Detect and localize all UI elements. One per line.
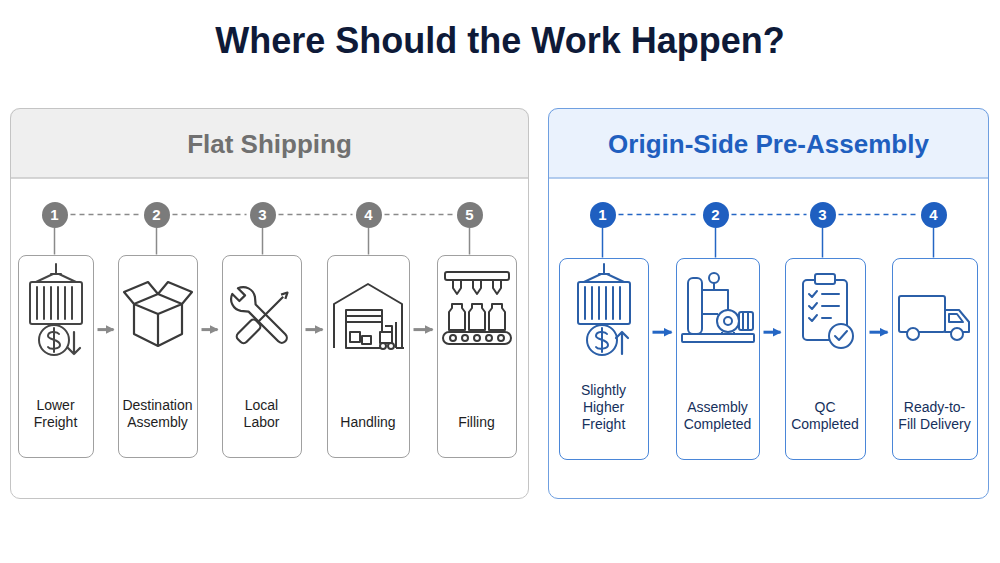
flow-arrow (653, 331, 672, 334)
flow-arrow (98, 328, 114, 331)
truck-icon (899, 296, 969, 340)
step-box: Handling (327, 255, 410, 458)
header-divider (548, 177, 989, 179)
step-box: Ready-to-Fill Delivery (892, 258, 978, 460)
step-dashed-link (732, 214, 807, 216)
step-leader-line (602, 228, 604, 258)
step-dashed-link (839, 214, 918, 216)
comparison-panel: Origin-Side Pre-Assembly 1 2 3 4Slightly Hig… (548, 108, 989, 499)
step-label: Filling (458, 414, 495, 431)
step-number: 3 (810, 202, 836, 228)
filling-icon (443, 272, 511, 344)
step-number: 5 (457, 202, 483, 228)
step-label: QC Completed (789, 399, 862, 433)
step-number-text: 3 (258, 207, 266, 222)
step-leader-line (822, 228, 824, 258)
step-label: Lower Freight (22, 397, 90, 431)
step-number-text: 2 (152, 207, 160, 222)
step-box: Slightly Higher Freight (559, 258, 649, 460)
step-leader-line (469, 228, 471, 255)
panel-heading: Origin-Side Pre-Assembly (549, 109, 988, 179)
step-number: 1 (590, 202, 616, 228)
step-label: Assembly Completed (680, 399, 756, 433)
freight-icon (578, 264, 630, 355)
flow-arrow (870, 331, 888, 334)
step-number: 4 (356, 202, 382, 228)
header-divider (10, 177, 529, 179)
step-number-text: 3 (818, 207, 826, 222)
pump-skid-icon (682, 273, 754, 342)
step-box: Destination Assembly (118, 255, 198, 458)
step-dashed-link (385, 214, 454, 216)
step-label: Destination Assembly (122, 397, 194, 431)
tools-icon (227, 283, 294, 350)
step-leader-line (262, 228, 264, 255)
flow-arrow (306, 328, 323, 331)
warehouse-icon (334, 284, 404, 349)
step-leader-line (368, 228, 370, 255)
header-band (548, 108, 989, 178)
step-box: Assembly Completed (676, 258, 760, 460)
flow-arrow (414, 328, 433, 331)
step-box: QC Completed (785, 258, 866, 460)
box-icon (124, 282, 192, 346)
diagram-title: Where Should the Work Happen? (0, 20, 1000, 62)
step-dashed-link (173, 214, 247, 216)
step-dashed-link (619, 214, 700, 216)
step-number-text: 4 (929, 207, 937, 222)
step-number-text: 1 (598, 207, 606, 222)
step-label: Handling (340, 414, 395, 431)
header-band (10, 108, 529, 178)
step-number: 1 (42, 202, 68, 228)
step-number-text: 4 (364, 207, 372, 222)
flow-arrow (202, 328, 218, 331)
step-leader-line (54, 228, 56, 255)
flow-arrow (764, 331, 781, 334)
panel-heading: Flat Shipping (11, 109, 528, 179)
step-leader-line (933, 228, 935, 258)
step-number: 3 (250, 202, 276, 228)
step-number: 2 (703, 202, 729, 228)
step-number: 4 (921, 202, 947, 228)
step-leader-line (715, 228, 717, 258)
step-label: Local Labor (226, 397, 298, 431)
step-box: Lower Freight (18, 255, 94, 458)
step-leader-line (156, 228, 158, 255)
qc-clipboard-icon (803, 274, 853, 348)
step-number: 2 (144, 202, 170, 228)
step-box: Filling (437, 255, 517, 458)
freight-icon (30, 264, 82, 355)
step-number-text: 5 (465, 207, 473, 222)
comparison-panel: Flat Shipping 1 2 3 4 5Lower Freight Destinati… (10, 108, 529, 499)
step-box: Local Labor (222, 255, 302, 458)
step-label: Ready-to-Fill Delivery (896, 399, 974, 433)
step-number-text: 1 (50, 207, 58, 222)
step-number-text: 2 (711, 207, 719, 222)
step-label: Slightly Higher Freight (563, 382, 645, 433)
step-dashed-link (279, 214, 353, 216)
step-dashed-link (71, 214, 141, 216)
